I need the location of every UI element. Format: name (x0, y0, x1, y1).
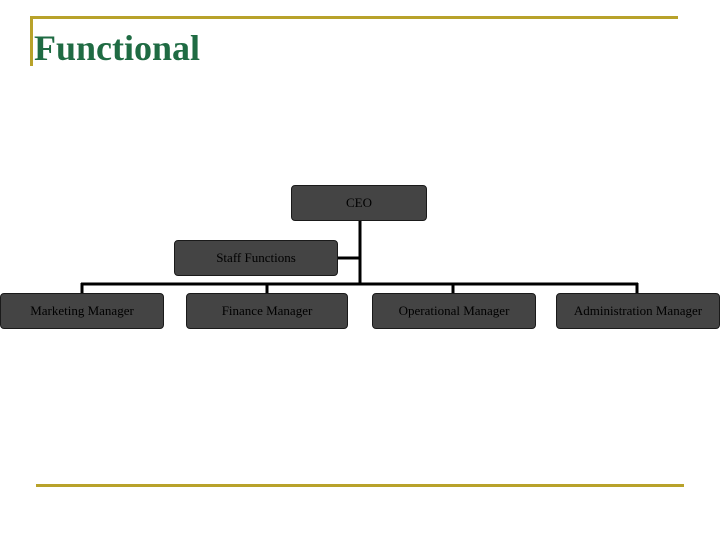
org-node-label: Operational Manager (398, 303, 510, 318)
org-node-label: CEO (346, 195, 372, 210)
org-node-marketing-manager: Marketing Manager (0, 293, 164, 329)
org-node-label: Finance Manager (221, 303, 313, 318)
left-accent-line (30, 16, 33, 66)
top-accent-line (30, 16, 678, 19)
org-node-operational-manager: Operational Manager (372, 293, 536, 329)
org-node-ceo: CEO (291, 185, 427, 221)
bottom-accent-line (36, 484, 684, 487)
org-node-staff-functions: Staff Functions (174, 240, 338, 276)
slide-title: Functional (34, 28, 201, 68)
org-node-administration-manager: Administration Manager (556, 293, 720, 329)
org-node-finance-manager: Finance Manager (186, 293, 348, 329)
org-node-label: Marketing Manager (30, 303, 134, 318)
org-node-label: Administration Manager (573, 303, 703, 318)
org-node-label: Staff Functions (216, 250, 296, 265)
